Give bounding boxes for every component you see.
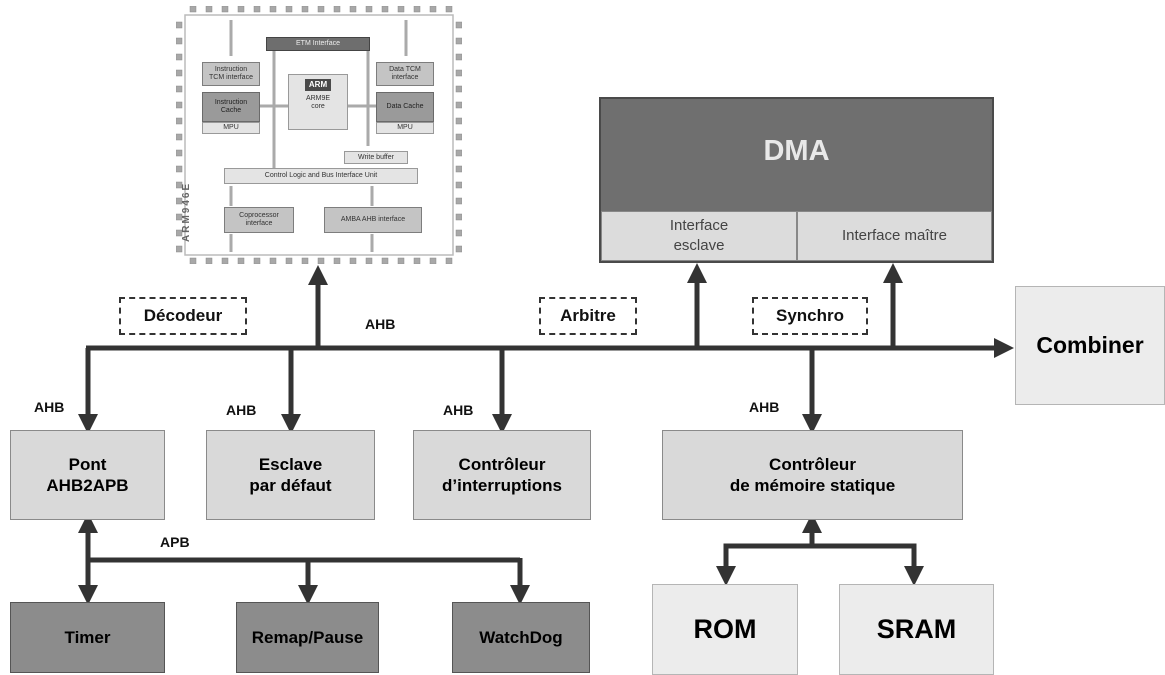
dma-slave-interface: Interface esclave [601,211,797,261]
combiner-block: Combiner [1015,286,1165,405]
control-logic-bus-interface: Control Logic and Bus Interface Unit [224,168,418,184]
bridge-line1: Pont [68,455,107,474]
chip-side-label: ARM946E [181,181,192,242]
decoder-block: Décodeur [119,297,247,335]
timer-block: Timer [10,602,165,673]
memory-line1: Contrôleur [769,455,856,474]
dma-master-label: Interface maître [841,227,948,244]
write-buffer: Write buffer [344,151,408,164]
static-memory-controller: Contrôleur de mémoire statique [662,430,963,520]
data-cache: Data Cache [376,92,434,122]
bridge-line2: AHB2APB [46,476,129,495]
interrupt-controller: Contrôleur d’interruptions [413,430,591,520]
instruction-cache: Instruction Cache [202,92,260,122]
sram-block: SRAM [839,584,994,675]
coprocessor-interface: Coprocessor interface [224,207,294,233]
interrupt-line2: d’interruptions [442,476,562,495]
etm-interface: ETM Interface [266,37,370,51]
rom-link [716,543,812,586]
arm9e-core: ARM ARM9E core [288,74,348,130]
memory-line2: de mémoire statique [729,476,896,495]
arm946e-chip: ETM Interface Instruction TCM interface … [176,6,462,264]
ahb-interrupt-label: AHB [443,402,474,418]
data-tcm-interface: Data TCM interface [376,62,434,86]
dma-slave-label: Interface esclave [669,217,729,254]
sram-link [810,543,924,586]
rom-block: ROM [652,584,798,675]
instruction-tcm-interface: Instruction TCM interface [202,62,260,86]
arbiter-block: Arbitre [539,297,637,335]
ahb-default-label: AHB [226,402,257,418]
apb-label: APB [160,534,190,550]
default-line1: Esclave [258,455,323,474]
mpu-left: MPU [202,122,260,134]
ahb-memory-label: AHB [749,399,780,415]
mpu-right: MPU [376,122,434,134]
remap-pause-block: Remap/Pause [236,602,379,673]
ahb-main-label: AHB [365,316,396,332]
watchdog-block: WatchDog [452,602,590,673]
arm-logo: ARM [304,79,332,91]
ahb2apb-bridge: Pont AHB2APB [10,430,165,520]
ahb-bridge-label: AHB [34,399,65,415]
dma-master-interface: Interface maître [797,211,992,261]
default-slave: Esclave par défaut [206,430,375,520]
dma-title: DMA [763,135,830,167]
synchro-block: Synchro [752,297,868,335]
core-label: ARM9E core [305,95,331,110]
interrupt-line1: Contrôleur [458,455,546,474]
default-line2: par défaut [249,476,332,495]
amba-ahb-interface: AMBA AHB interface [324,207,422,233]
